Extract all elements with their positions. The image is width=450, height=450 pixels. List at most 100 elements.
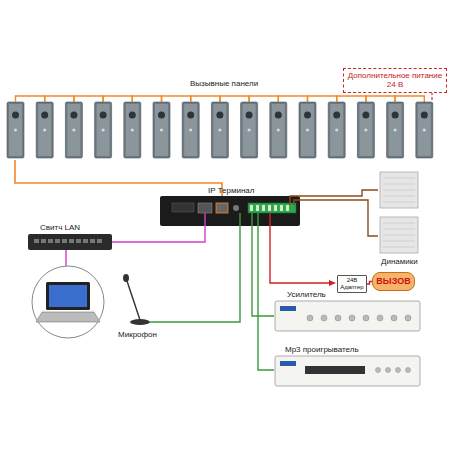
call-panel-face bbox=[67, 104, 80, 156]
call-panel-face bbox=[9, 104, 22, 156]
call-panel-face bbox=[359, 104, 372, 156]
panel-wire bbox=[249, 96, 278, 102]
panel-speaker bbox=[333, 112, 340, 119]
call-panel-face bbox=[184, 104, 197, 156]
panel-speaker bbox=[187, 112, 194, 119]
mp3-display bbox=[305, 366, 365, 374]
panel-wire bbox=[16, 96, 45, 102]
panel-button bbox=[189, 128, 192, 131]
panel-speaker bbox=[70, 112, 77, 119]
mp3-body bbox=[275, 356, 420, 386]
call-panel bbox=[357, 102, 374, 158]
terminal-port bbox=[172, 203, 194, 212]
panel-wire bbox=[103, 96, 132, 102]
call-panel-face bbox=[213, 104, 226, 156]
mic-wire bbox=[150, 213, 240, 322]
mic-jack bbox=[233, 205, 239, 211]
call-panel-face bbox=[243, 104, 256, 156]
panel-wire bbox=[395, 96, 424, 102]
panel-speaker bbox=[275, 112, 282, 119]
panel-speaker bbox=[12, 112, 19, 119]
call-panel bbox=[36, 102, 53, 158]
device-label: Микрофон bbox=[118, 330, 157, 339]
panel-button bbox=[131, 128, 134, 131]
call-panel-face bbox=[301, 104, 314, 156]
laptop-screen bbox=[46, 282, 90, 310]
device-label: Вызывные панели bbox=[190, 79, 258, 88]
panel-button bbox=[218, 128, 221, 131]
power-wire bbox=[431, 92, 432, 101]
speaker-wire bbox=[294, 200, 378, 236]
panel-wire bbox=[74, 96, 103, 102]
panel-speaker bbox=[216, 112, 223, 119]
panel-button bbox=[72, 128, 75, 131]
call-panel bbox=[211, 102, 228, 158]
node-text: Дополнительное питание 24 В bbox=[346, 71, 444, 89]
panel-port bbox=[216, 203, 228, 213]
call-panel bbox=[270, 102, 287, 158]
panel-wire bbox=[220, 96, 249, 102]
call-panel-face bbox=[38, 104, 51, 156]
call-sign: ВЫЗОВ bbox=[372, 272, 415, 291]
panel-button bbox=[14, 128, 17, 131]
device-label: Динамики bbox=[381, 257, 418, 266]
call-wire bbox=[270, 213, 330, 283]
panel-button bbox=[306, 128, 309, 131]
laptop-display bbox=[49, 285, 87, 307]
panel-button bbox=[43, 128, 46, 131]
panel-speaker bbox=[246, 112, 253, 119]
panel-speaker bbox=[100, 112, 107, 119]
panel-button bbox=[364, 128, 367, 131]
panel-button bbox=[102, 128, 105, 131]
device-label: Усилитель bbox=[287, 290, 326, 299]
speaker bbox=[380, 172, 418, 208]
mic-base bbox=[130, 319, 150, 325]
laptop-keyboard bbox=[36, 312, 100, 322]
audio-wire bbox=[258, 213, 274, 370]
panel-wire bbox=[132, 96, 161, 102]
mp3-logo bbox=[280, 361, 296, 366]
panel-speaker bbox=[392, 112, 399, 119]
lan-wire bbox=[112, 213, 205, 242]
panel-wire bbox=[15, 160, 222, 198]
panel-button bbox=[277, 128, 280, 131]
panel-wire bbox=[45, 96, 74, 102]
call-arrow bbox=[329, 280, 336, 286]
call-panel-face bbox=[330, 104, 343, 156]
call-panel-face bbox=[97, 104, 110, 156]
panel-wire bbox=[278, 96, 307, 102]
call-panel-face bbox=[418, 104, 431, 156]
panel-wire bbox=[162, 96, 191, 102]
terminal-block bbox=[248, 203, 296, 213]
device-label: IP Терминал bbox=[208, 186, 254, 195]
power-box: Дополнительное питание 24 В bbox=[343, 68, 447, 93]
laptop-circle bbox=[32, 266, 104, 338]
switch-body bbox=[28, 234, 112, 250]
amplifier-body bbox=[275, 301, 420, 331]
call-panel-face bbox=[389, 104, 402, 156]
panel-speaker bbox=[362, 112, 369, 119]
call-panel-face bbox=[126, 104, 139, 156]
panel-speaker bbox=[304, 112, 311, 119]
panel-speaker bbox=[129, 112, 136, 119]
lan-port bbox=[198, 203, 212, 213]
call-panel bbox=[95, 102, 112, 158]
call-panel bbox=[7, 102, 24, 158]
adapter-box: 24В Адаптер bbox=[337, 275, 367, 293]
call-panel bbox=[241, 102, 258, 158]
panel-button bbox=[335, 128, 338, 131]
node-text: 24В Адаптер bbox=[339, 277, 365, 291]
panel-speaker bbox=[158, 112, 165, 119]
call-panel bbox=[182, 102, 199, 158]
speaker-wire bbox=[290, 190, 378, 205]
device-label: Mp3 проигрыватель bbox=[285, 345, 359, 354]
panel-speaker bbox=[421, 112, 428, 119]
terminal-body bbox=[160, 196, 300, 226]
call-panel-face bbox=[272, 104, 285, 156]
amplifier-logo bbox=[280, 306, 296, 311]
panel-speaker bbox=[41, 112, 48, 119]
speaker bbox=[380, 217, 418, 253]
mic-head bbox=[123, 274, 129, 282]
panel-wire bbox=[308, 96, 337, 102]
